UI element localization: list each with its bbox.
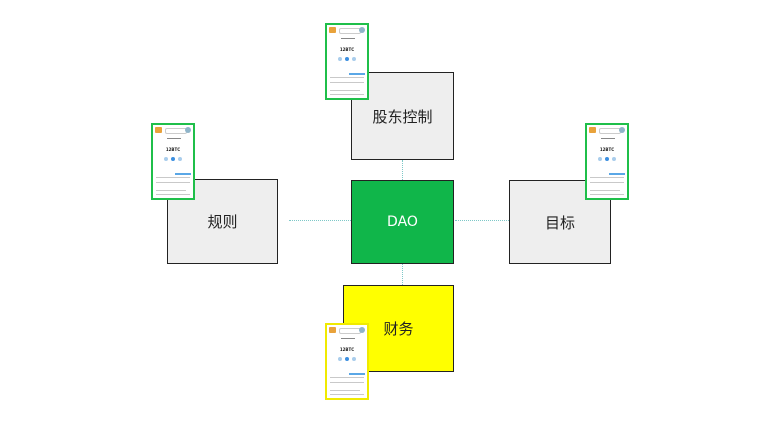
phone-text-line xyxy=(341,338,355,339)
connector-bottom xyxy=(402,264,403,285)
action-dot-icon xyxy=(345,357,349,361)
search-bar xyxy=(599,128,621,134)
node-shareholder-control: 股东控制 xyxy=(351,72,454,160)
phone-text-line xyxy=(590,182,624,183)
phone-text-line xyxy=(590,194,624,195)
phone-text-line xyxy=(156,182,190,183)
phone-text-line xyxy=(330,82,364,83)
phone-screenshot-right: 12BTC xyxy=(585,123,629,200)
action-dot-icon xyxy=(164,157,168,161)
phone-screenshot-bottom: 12BTC xyxy=(325,323,369,400)
action-dot-icon xyxy=(352,57,356,61)
phone-text-line xyxy=(156,177,190,178)
node-label: 股东控制 xyxy=(372,107,433,126)
phone-amount: 12BTC xyxy=(599,147,615,152)
connector-top xyxy=(402,160,403,180)
phone-amount: 12BTC xyxy=(339,47,355,52)
node-label: 目标 xyxy=(544,213,575,232)
phone-text-line xyxy=(341,38,355,39)
avatar-icon xyxy=(185,127,191,133)
logo-icon xyxy=(589,127,596,133)
action-dot-icon xyxy=(612,157,616,161)
logo-icon xyxy=(329,327,336,333)
action-dot-icon xyxy=(338,57,342,61)
search-bar xyxy=(165,128,187,134)
phone-header xyxy=(329,27,365,34)
node-label: 财务 xyxy=(383,320,414,338)
node-dao: DAO xyxy=(351,180,454,264)
phone-amount: 12BTC xyxy=(165,147,181,152)
phone-text-line xyxy=(330,382,364,383)
phone-text-line xyxy=(156,194,190,195)
action-dot-icon xyxy=(338,357,342,361)
logo-icon xyxy=(155,127,162,133)
search-bar xyxy=(339,28,361,34)
action-dot-icon xyxy=(345,57,349,61)
phone-tab-underline xyxy=(349,73,365,75)
phone-text-line xyxy=(590,177,624,178)
action-dot-icon xyxy=(352,357,356,361)
node-goals: 目标 xyxy=(509,180,611,264)
phone-text-line xyxy=(330,390,360,391)
phone-header xyxy=(589,127,625,134)
phone-tab-underline xyxy=(349,373,365,375)
phone-text-line xyxy=(330,394,364,395)
search-bar xyxy=(339,328,361,334)
node-label: 规则 xyxy=(207,213,238,231)
phone-tab-underline xyxy=(175,173,191,175)
phone-text-line xyxy=(601,138,615,139)
phone-text-line xyxy=(330,77,364,78)
action-dot-icon xyxy=(171,157,175,161)
phone-header xyxy=(155,127,191,134)
node-label: DAO xyxy=(387,214,418,230)
connector-left xyxy=(289,220,351,221)
phone-text-line xyxy=(590,190,620,191)
phone-text-line xyxy=(167,138,181,139)
avatar-icon xyxy=(619,127,625,133)
action-dot-icon xyxy=(605,157,609,161)
phone-text-line xyxy=(330,377,364,378)
phone-header xyxy=(329,327,365,334)
action-dot-icon xyxy=(178,157,182,161)
phone-text-line xyxy=(330,90,360,91)
phone-tab-underline xyxy=(609,173,625,175)
phone-screenshot-left: 12BTC xyxy=(151,123,195,200)
connector-right xyxy=(455,220,509,221)
phone-screenshot-top: 12BTC xyxy=(325,23,369,100)
phone-amount: 12BTC xyxy=(339,347,355,352)
phone-text-line xyxy=(330,94,364,95)
avatar-icon xyxy=(359,27,365,33)
action-dot-icon xyxy=(598,157,602,161)
logo-icon xyxy=(329,27,336,33)
phone-text-line xyxy=(156,190,186,191)
avatar-icon xyxy=(359,327,365,333)
